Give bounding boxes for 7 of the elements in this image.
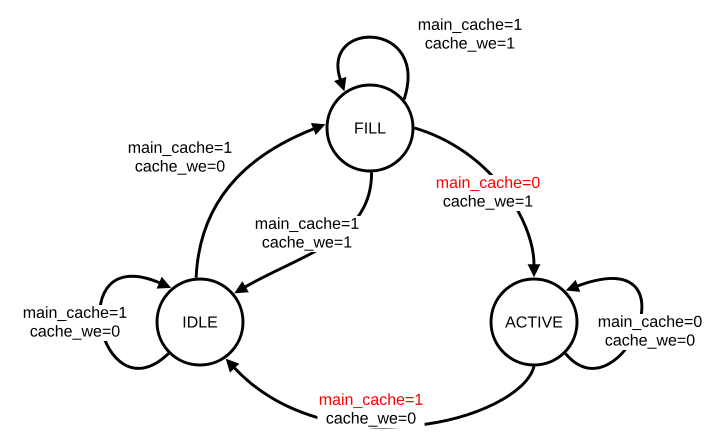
edge-label: main_cache=1 cache_we=1 bbox=[416, 16, 524, 54]
edge-label: main_cache=0 cache_we=1 bbox=[434, 174, 542, 212]
edge-label: main_cache=1 cache_we=0 bbox=[126, 140, 234, 176]
edge-label: main_cache=0 cache_we=0 bbox=[596, 314, 704, 350]
edge-label: main_cache=1 cache_we=1 bbox=[253, 216, 361, 252]
edge-label: main_cache=1 cache_we=0 bbox=[317, 392, 425, 428]
edge-label: main_cache=1 cache_we=0 bbox=[21, 304, 129, 342]
